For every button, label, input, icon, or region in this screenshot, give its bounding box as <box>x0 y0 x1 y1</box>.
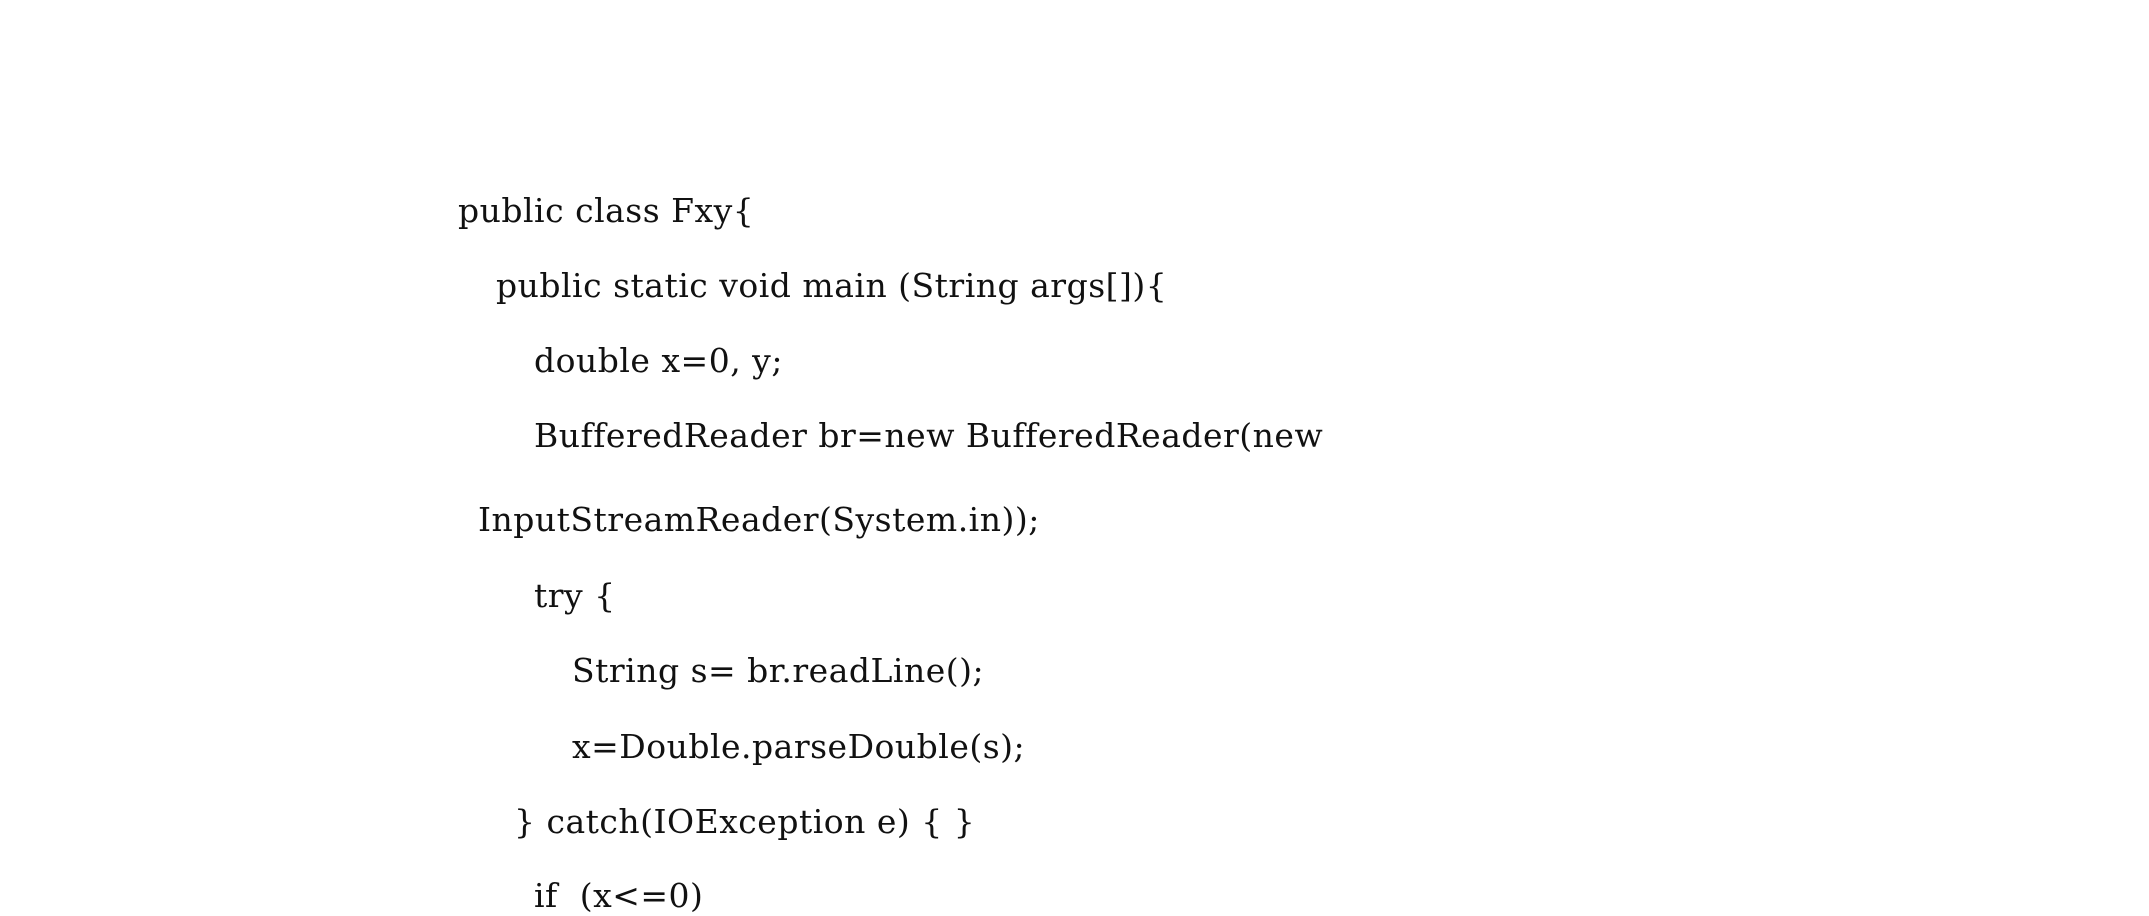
code-line-catch: } catch(IOException e) { } <box>514 802 976 841</box>
code-line-reader-declaration: BufferedReader br=new BufferedReader(new <box>534 416 1324 455</box>
code-line-try: try { <box>534 576 616 615</box>
code-line-main-method: public static void main (String args[]){ <box>496 266 1168 305</box>
code-line-reader-continuation: InputStreamReader(System.in)); <box>478 500 1040 539</box>
code-line-if-condition: if (x<=0) <box>534 876 704 915</box>
code-line-parse-double: x=Double.parseDouble(s); <box>572 727 1026 766</box>
code-line-class-declaration: public class Fxy{ <box>458 191 755 230</box>
code-line-variable-declaration: double x=0, y; <box>534 341 783 380</box>
code-line-read-input: String s= br.readLine(); <box>572 651 985 690</box>
